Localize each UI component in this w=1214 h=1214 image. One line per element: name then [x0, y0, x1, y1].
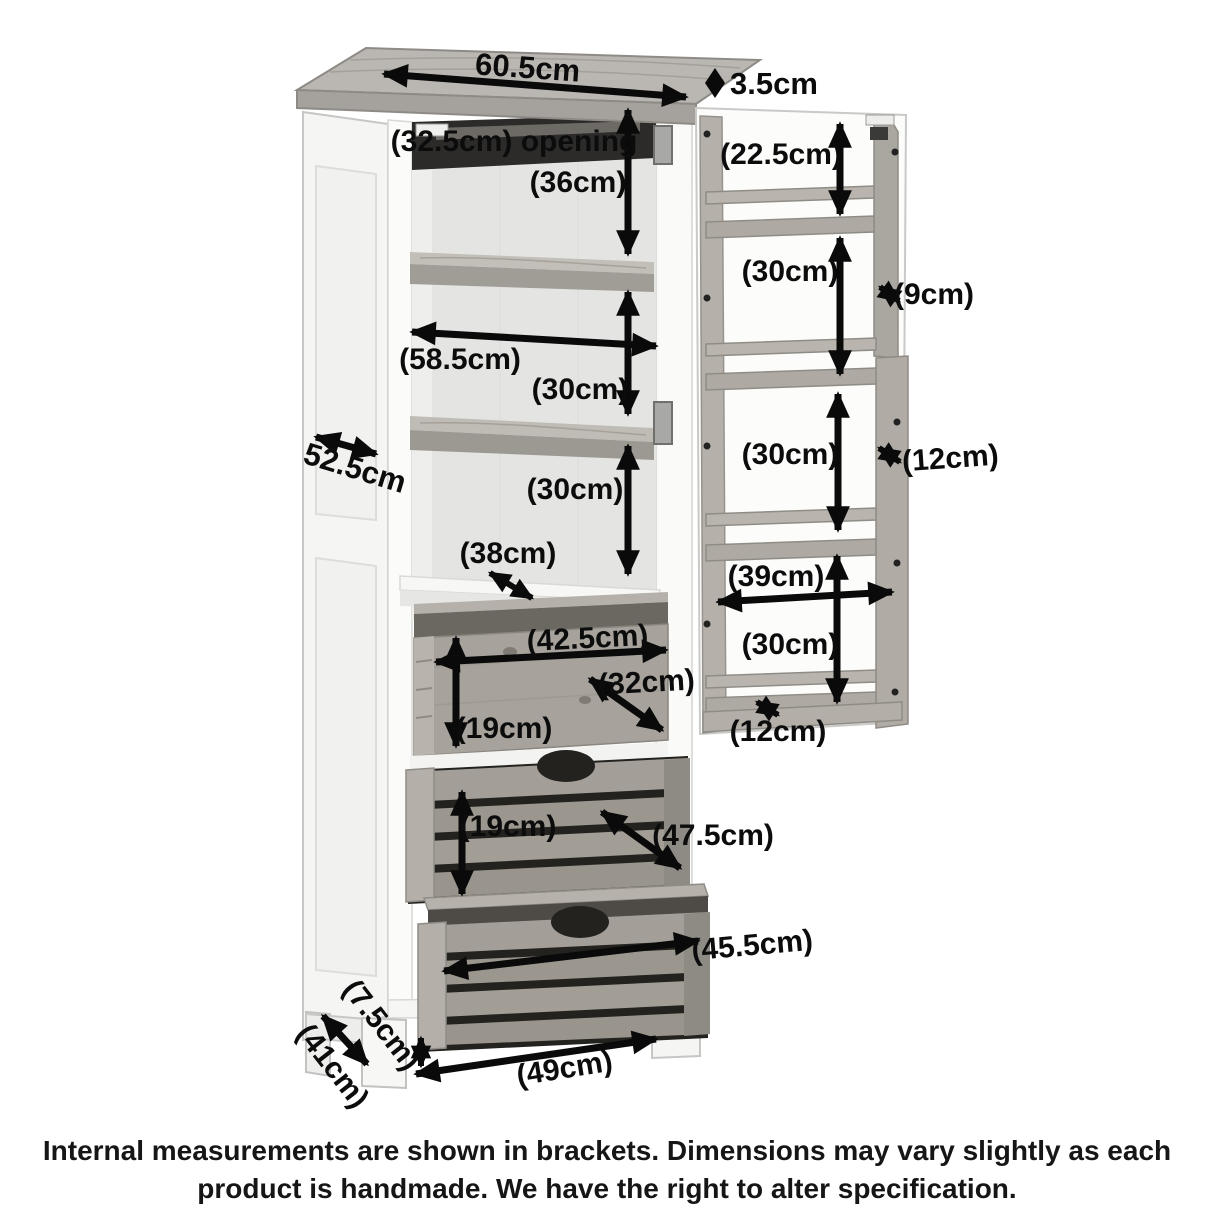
dim-drawer-width: (42.5cm)	[526, 619, 649, 658]
dim-shelf-depth: (38cm)	[460, 537, 557, 570]
dim-drawer-depth: (32cm)	[597, 664, 695, 702]
arrow-crate-diagonal	[599, 809, 683, 871]
arrow-drawer-depth	[587, 676, 665, 733]
oak-shelf-upper	[410, 252, 654, 292]
dim-rack4-depth: (12cm)	[730, 715, 827, 748]
dim-rack-width: (39cm)	[728, 560, 825, 593]
dim-rack2-depth: (9cm)	[894, 278, 974, 311]
handle-cutout	[551, 906, 609, 938]
dim-top-thickness: 3.5cm	[730, 66, 818, 101]
oak-shelf-middle	[410, 416, 654, 460]
diamond-marker	[705, 68, 725, 98]
dim-rack4-height: (30cm)	[742, 628, 839, 661]
rack-left-stile	[699, 115, 727, 734]
door-sticker	[865, 114, 895, 126]
dimension-labels: 60.5cm 3.5cm (32.5cm) opening (36cm) (58…	[290, 46, 1000, 1114]
dim-rack3-depth: (12cm)	[901, 439, 1000, 479]
caption: Internal measurements are shown in brack…	[43, 1135, 1171, 1204]
dim-upper-shelf-gap: (30cm)	[532, 373, 629, 406]
hinge-middle	[653, 401, 673, 445]
arrow-base-width	[413, 1030, 659, 1083]
caption-line-2: product is handmade. We have the right t…	[197, 1173, 1016, 1204]
dim-internal-width: (58.5cm)	[399, 343, 521, 376]
dim-rack2-height: (30cm)	[742, 255, 839, 288]
label-sticker	[415, 123, 449, 137]
arrow-rack3-depth	[877, 442, 902, 468]
hinge-top	[653, 125, 673, 165]
dimension-arrows	[313, 63, 903, 1083]
arrow-external-depth	[313, 432, 379, 459]
dim-top-section-height: (36cm)	[530, 166, 627, 199]
dim-base-width: (49cm)	[514, 1045, 615, 1093]
arrow-internal-width	[409, 321, 659, 357]
arrow-base-depth	[320, 1013, 370, 1067]
arrow-rack2-depth	[876, 280, 903, 308]
dim-crate-height: (19cm)	[460, 810, 557, 843]
dim-middle-shelf-gap: (30cm)	[527, 473, 624, 506]
arrow-drawer-width	[433, 639, 669, 673]
dim-rack1-height: (22.5cm)	[720, 138, 842, 171]
caption-line-1: Internal measurements are shown in brack…	[43, 1135, 1171, 1166]
dim-opening-width: (32.5cm) opening	[391, 125, 638, 158]
dim-drawer-height: (19cm)	[456, 712, 553, 745]
handle-cutout	[537, 750, 595, 782]
arrow-shelf-depth	[487, 570, 535, 601]
rack-right-stile-lower	[875, 355, 909, 729]
arrow-rack-width	[715, 581, 895, 613]
arrow-rack4-depth	[754, 695, 781, 722]
arrow-bottom-drawer-width	[441, 931, 701, 981]
dim-rack3-height: (30cm)	[742, 438, 839, 471]
dim-top-width: 60.5cm	[474, 46, 581, 88]
dim-crate-diagonal: (47.5cm)	[652, 819, 774, 852]
door-bracket	[870, 127, 888, 140]
arrow-top-width	[381, 63, 689, 108]
cabinet-interior	[399, 114, 673, 620]
